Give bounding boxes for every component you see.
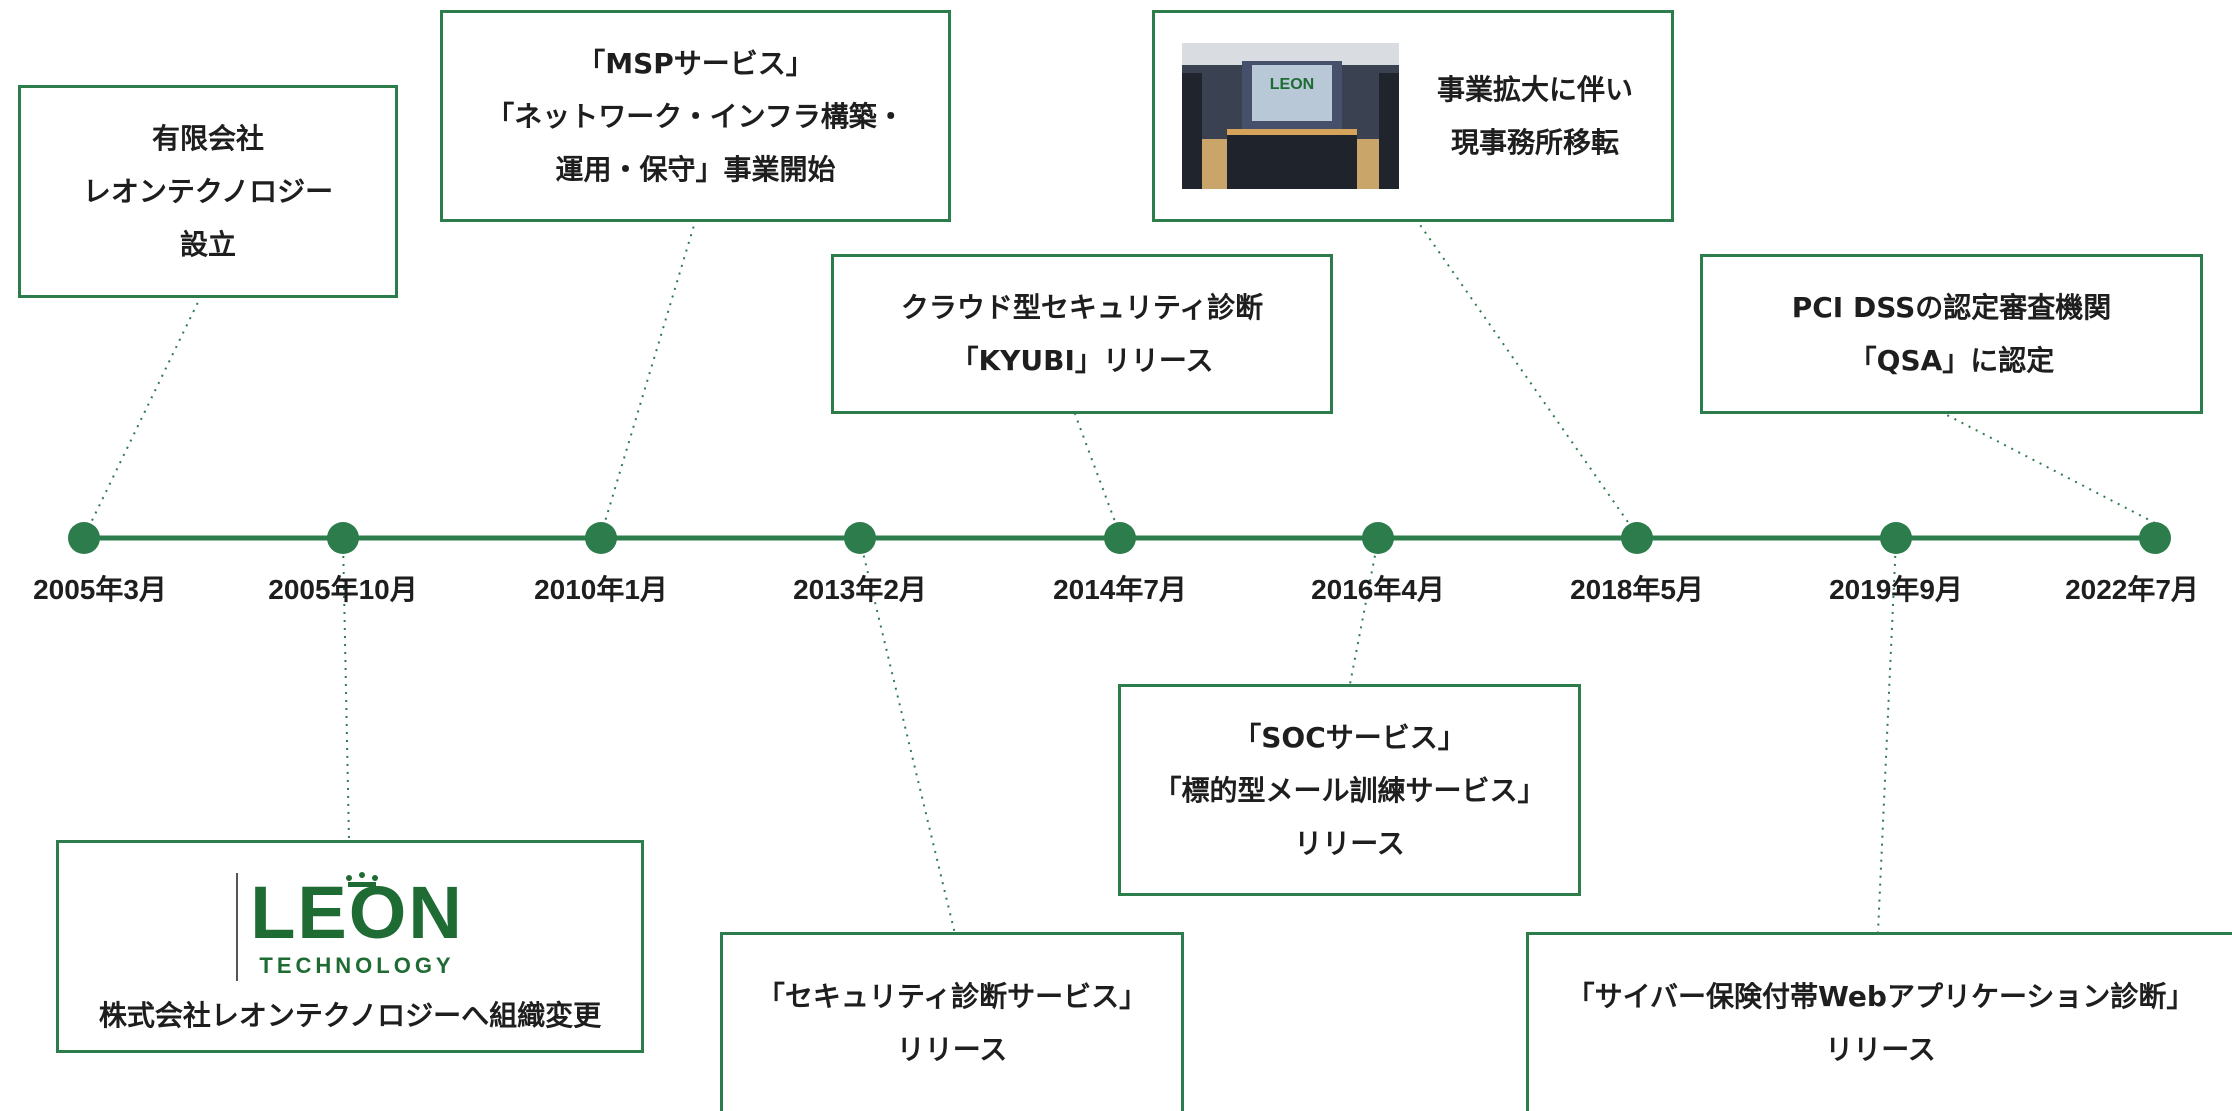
event-text: 設立 (179, 228, 236, 261)
event-text: 「QSA」に認定 (1848, 344, 2055, 377)
office-photo: LEON (1182, 43, 1399, 189)
timeline-marker (68, 522, 100, 554)
event-text: 運用・保守」事業開始 (555, 152, 836, 186)
event-text: レオンテクノロジー (82, 175, 334, 208)
connector-2022-07 (1944, 413, 2156, 524)
connector-2013-02 (859, 539, 956, 935)
connector-2005-03 (84, 297, 201, 536)
event-text: 「セキュリティ診断サービス」 (756, 980, 1148, 1013)
event-text: リリース (1294, 826, 1405, 860)
connector-lines (84, 221, 2156, 935)
event-text: 事業拡大に伴い (1436, 73, 1633, 106)
timeline-date-label: 2010年1月 (534, 574, 668, 605)
timeline-marker (1880, 522, 1912, 554)
timeline-marker (2139, 522, 2171, 554)
event-text: 現事務所移転 (1450, 126, 1619, 159)
timeline-date-label: 2022年7月 (2065, 574, 2199, 605)
crown-icon (346, 871, 379, 887)
event-text: クラウド型セキュリティ診断 (900, 291, 1264, 324)
event-text: 株式会社レオンテクノロジーへ組織変更 (98, 999, 602, 1032)
event-box-2005-03: 有限会社 レオンテクノロジー 設立 (18, 85, 398, 298)
office-sign-text: LEON (1270, 76, 1314, 93)
event-text: 「KYUBI」リリース (950, 344, 1214, 377)
connector-2010-01 (600, 221, 696, 536)
event-box-2022-07: PCI DSSの認定審査機関 「QSA」に認定 (1700, 254, 2203, 414)
timeline-marker (844, 522, 876, 554)
logo-subtext: TECHNOLOGY (259, 952, 455, 978)
timeline-date-label: 2019年9月 (1829, 574, 1963, 605)
timeline-marker (327, 522, 359, 554)
event-text: PCI DSSの認定審査機関 (1791, 291, 2112, 324)
event-text: 「サイバー保険付帯Webアプリケーション診断」 (1566, 980, 2195, 1013)
timeline-date-label: 2014年7月 (1053, 574, 1187, 605)
event-text: リリース (896, 1033, 1008, 1066)
timeline-date-label: 2018年5月 (1570, 574, 1704, 605)
event-text: リリース (1825, 1033, 1936, 1066)
event-box-2010-01: 「MSPサービス」 「ネットワーク・インフラ構築・ 運用・保守」事業開始 (440, 10, 951, 222)
timeline-marker (1104, 522, 1136, 554)
timeline-marker (1362, 522, 1394, 554)
event-box-2018-05: LEON 事業拡大に伴い 現事務所移転 (1152, 10, 1674, 222)
connector-2016-04 (1349, 539, 1379, 685)
leon-technology-logo: LEON TECHNOLOGY (236, 870, 464, 981)
event-box-2014-07: クラウド型セキュリティ診断 「KYUBI」リリース (831, 254, 1333, 414)
event-text: 「ネットワーク・インフラ構築・ (486, 99, 905, 133)
event-text: 「MSPサービス」 (577, 46, 814, 80)
timeline-date-label: 2005年3月 (33, 574, 167, 605)
connector-2019-09 (1877, 539, 1897, 933)
office-photo-image: LEON (1182, 43, 1399, 189)
connector-2018-05 (1417, 221, 1638, 536)
timeline-date-label: 2013年2月 (793, 574, 927, 605)
event-text: 有限会社 (151, 122, 264, 155)
connector-2014-07 (1074, 413, 1121, 536)
timeline-date-label: 2005年10月 (268, 574, 418, 605)
event-text: 「標的型メール訓練サービス」 (1153, 773, 1546, 807)
event-box-2016-04: 「SOCサービス」 「標的型メール訓練サービス」 リリース (1118, 684, 1581, 896)
logo-wordmark: LEON (250, 870, 464, 954)
event-box-2013-02: 「セキュリティ診断サービス」 リリース (720, 932, 1184, 1111)
event-box-2005-10: LEON TECHNOLOGY 株式会社レオンテクノロジーへ組織変更 (56, 840, 644, 1053)
timeline-marker (585, 522, 617, 554)
event-box-2019-09: 「サイバー保険付帯Webアプリケーション診断」 リリース (1526, 932, 2232, 1111)
timeline-marker (1621, 522, 1653, 554)
timeline-date-label: 2016年4月 (1311, 574, 1445, 605)
event-text: 「SOCサービス」 (1233, 720, 1466, 754)
